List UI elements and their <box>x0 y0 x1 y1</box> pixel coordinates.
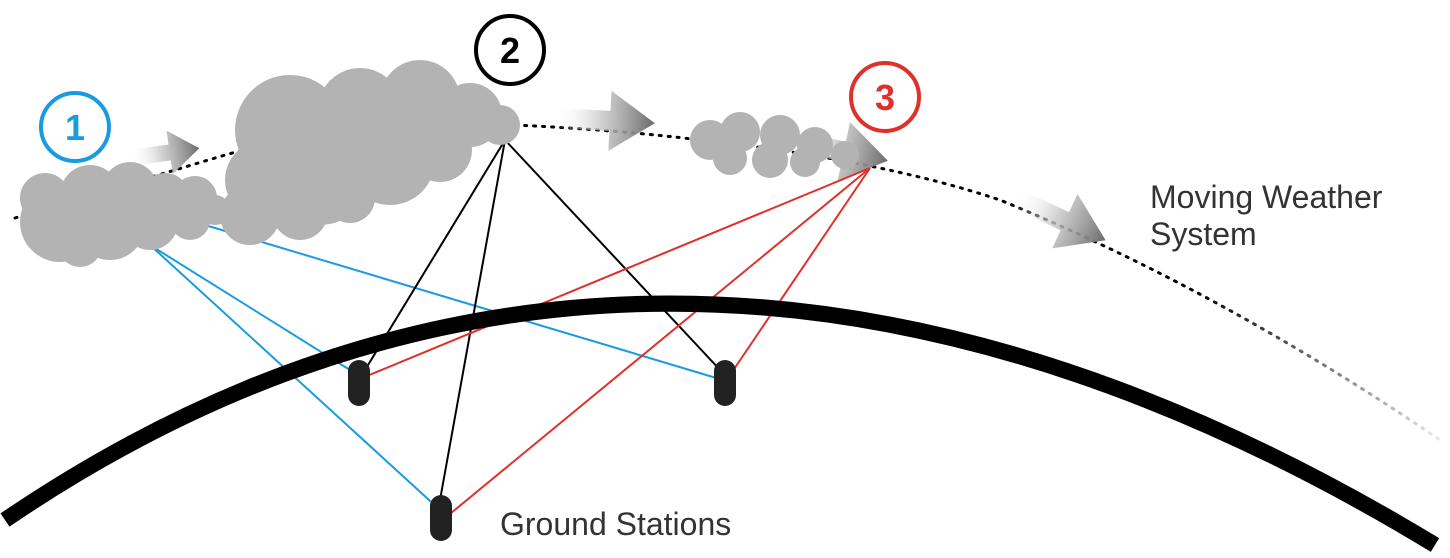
cloud-position-1 <box>20 162 230 267</box>
cloud-position-2 <box>220 60 520 245</box>
ground-station-bottom <box>430 495 452 541</box>
cloud-position-3 <box>690 112 859 178</box>
motion-arrow-2 <box>554 90 655 151</box>
rays-position-3 <box>361 167 871 519</box>
weather-system-label-line1: Moving Weather <box>1150 179 1383 215</box>
motion-arrow-1 <box>128 130 200 175</box>
motion-arrow-4 <box>1010 188 1106 249</box>
ground-station-right <box>714 360 736 406</box>
marker-1-label: 1 <box>65 107 85 148</box>
marker-position-3: 3 <box>849 61 921 133</box>
marker-3-label: 3 <box>875 77 895 118</box>
ground-station-left <box>348 360 370 406</box>
marker-2-label: 2 <box>500 30 520 71</box>
weather-system-label-line2: System <box>1150 216 1257 252</box>
earth-horizon <box>0 295 1440 552</box>
marker-position-1: 1 <box>39 91 111 163</box>
ground-stations-label: Ground Stations <box>500 506 731 542</box>
marker-position-2: 2 <box>474 14 546 86</box>
